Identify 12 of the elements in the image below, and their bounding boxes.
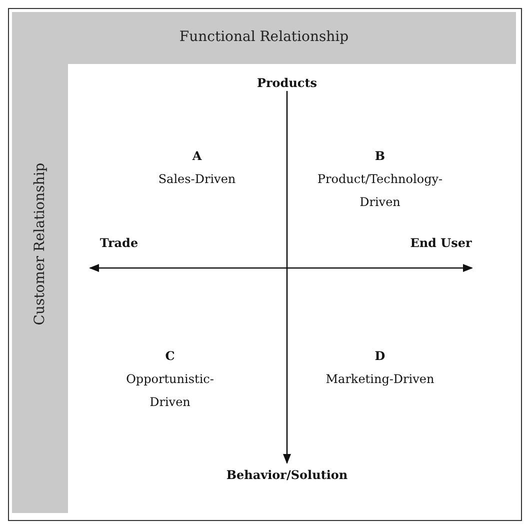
quadrant-label: Opportunistic-Driven: [125, 371, 215, 411]
quadrant-label: Product/Technology-Driven: [316, 171, 444, 211]
side-band: [12, 64, 68, 513]
quadrant-label: Marketing-Driven: [324, 371, 436, 388]
quadrant-letter: B: [374, 148, 386, 165]
band-title: Customer Relationship: [32, 162, 48, 326]
quadrant-letter: D: [374, 348, 386, 365]
band-title: Functional Relationship: [178, 29, 350, 45]
quadrant-letter: C: [164, 348, 176, 365]
header-band: [12, 12, 516, 64]
quadrant-label: Sales-Driven: [157, 171, 237, 188]
quadrant-letter: A: [191, 148, 203, 165]
